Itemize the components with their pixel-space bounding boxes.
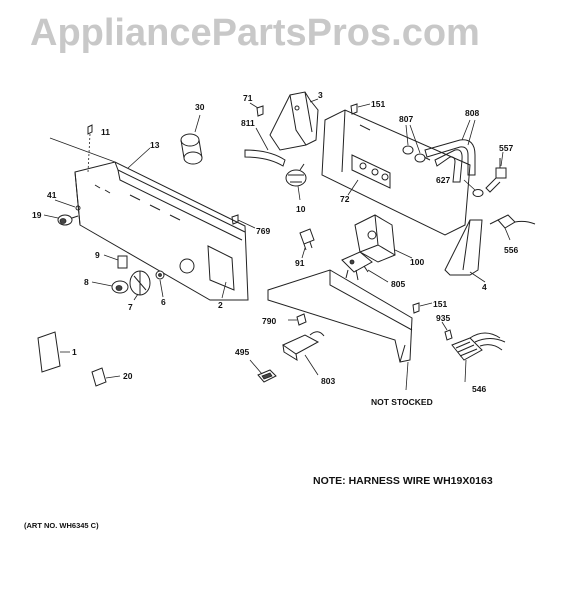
part-7-timer-dial [129, 270, 151, 301]
callout-627: 627 [436, 175, 450, 185]
part-3-bracket [269, 91, 319, 151]
callout-803: 803 [321, 376, 335, 386]
harness-note: NOTE: HARNESS WIRE WH19X0163 [313, 475, 493, 487]
part-8-knob [91, 280, 129, 294]
callout-13: 13 [150, 140, 160, 150]
callout-6: 6 [161, 297, 166, 307]
callout-7: 7 [128, 302, 133, 312]
part-151-screw-top [350, 103, 371, 115]
callout-556: 556 [504, 245, 518, 255]
part-935-harness-clip [441, 321, 453, 341]
leader-part-2 [221, 281, 227, 299]
part-71-screw [249, 102, 264, 117]
part-557-valve-connector [485, 151, 507, 193]
callout-808: 808 [465, 108, 479, 118]
part-91-switch [299, 228, 315, 259]
part-808-inlet-hoses [424, 119, 476, 183]
callout-9: 9 [95, 250, 100, 260]
callout-100: 100 [410, 257, 424, 267]
callout-41: 41 [47, 190, 57, 200]
callout-20: 20 [123, 371, 133, 381]
callout-10: 10 [296, 204, 306, 214]
callout-11: 11 [101, 127, 110, 137]
callout-805: 805 [391, 279, 405, 289]
callout-546: 546 [472, 384, 486, 394]
part-627-wire-tie [463, 179, 484, 197]
callout-1: 1 [72, 347, 77, 357]
callout-557: 557 [499, 143, 513, 153]
callout-30: 30 [195, 102, 205, 112]
callout-790: 790 [262, 316, 276, 326]
part-803-lid-switch [281, 331, 325, 376]
callout-91: 91 [295, 258, 305, 268]
part-11-screw [87, 124, 93, 173]
callout-19: 19 [32, 210, 42, 220]
part-151-screw-bottom [412, 302, 433, 314]
part-13-control-panel [49, 137, 249, 301]
callout-2: 2 [218, 300, 223, 310]
callout-495: 495 [235, 347, 249, 357]
part-20-card [91, 367, 121, 387]
callout-811: 811 [241, 118, 255, 128]
not-stocked-label: NOT STOCKED [371, 397, 433, 407]
part-769-screw [231, 214, 256, 229]
part-1-card [37, 331, 70, 373]
part-9-switch [103, 254, 128, 269]
part-556-switch [489, 214, 536, 241]
part-495-connector [249, 359, 277, 383]
part-807-clips [402, 124, 426, 163]
part-19-knob [43, 214, 79, 226]
part-790-clip [288, 313, 307, 326]
watermark-logo-text: AppliancePartsPros.com [30, 12, 480, 54]
part-805-switch-assembly [341, 251, 389, 283]
callout-72: 72 [340, 194, 350, 204]
part-72-backsplash [321, 109, 471, 236]
callout-4: 4 [482, 282, 487, 292]
callout-769: 769 [256, 226, 270, 236]
callout-151-bottom: 151 [433, 299, 447, 309]
part-6-nut [155, 270, 165, 298]
part-4-end-cap [444, 219, 486, 283]
callout-807: 807 [399, 114, 413, 124]
callout-935: 935 [436, 313, 450, 323]
art-number: (ART NO. WH6345 C) [24, 521, 99, 530]
part-546-wire-harness [451, 332, 506, 383]
callout-3: 3 [318, 90, 323, 100]
part-30-capacitor [180, 114, 203, 165]
callout-71: 71 [243, 93, 253, 103]
part-10-pressure-switch [285, 163, 307, 201]
callout-8: 8 [84, 277, 89, 287]
part-bottom-bracket [267, 269, 413, 391]
callout-151-top: 151 [371, 99, 385, 109]
part-811-hose [244, 127, 286, 167]
part-41-clip [54, 199, 81, 211]
